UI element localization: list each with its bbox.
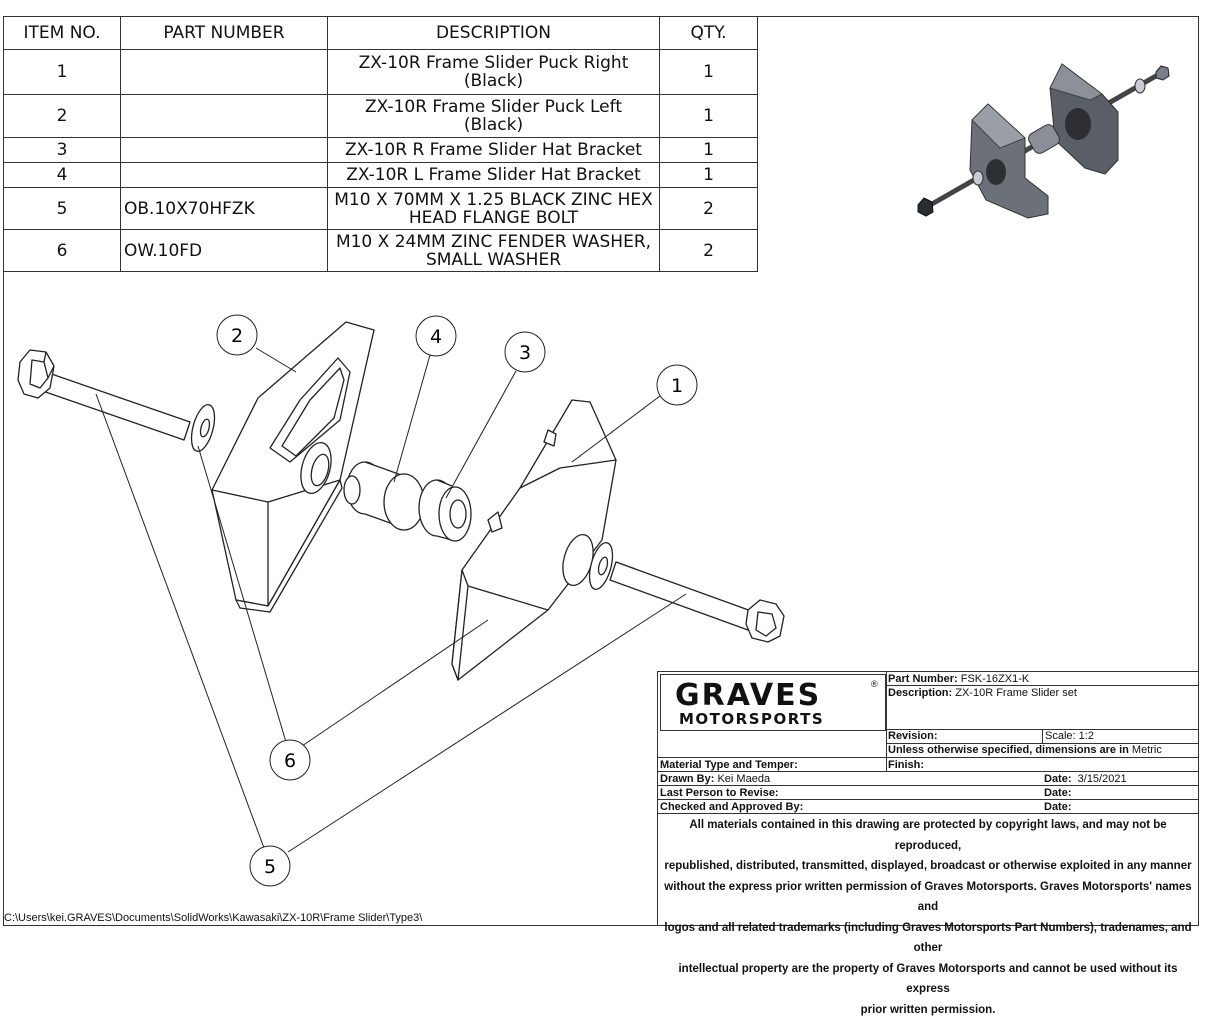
drawn-date-row: Date: 3/15/2021 (1044, 772, 1127, 786)
revise-date-label: Date: (1044, 787, 1072, 799)
drawn-by-row: Drawn By: Kei Maeda (660, 772, 770, 786)
finish-label: Finish: (888, 759, 924, 771)
bolt-left (18, 350, 190, 440)
callout-label: 2 (231, 325, 243, 347)
finish-row: Finish: (888, 758, 924, 772)
graves-logo: GRAVES MOTORSPORTS ® (660, 674, 886, 731)
copyright-notice: All materials contained in this drawing … (660, 815, 1196, 1020)
callout-balloon: 2 (217, 315, 257, 355)
callout-balloon: 5 (250, 846, 290, 886)
file-path: C:\Users\kei.GRAVES\Documents\SolidWorks… (4, 911, 422, 925)
drawn-date-label: Date: (1044, 773, 1072, 785)
callout-balloon: 1 (657, 365, 697, 405)
legal-line: republished, distributed, transmitted, d… (660, 856, 1196, 877)
units-label: Unless otherwise specified, dimensions a… (888, 744, 1129, 756)
description-label: Description: (888, 687, 952, 699)
callout-label: 4 (430, 326, 442, 348)
material-label: Material Type and Temper: (660, 759, 798, 771)
legal-line: prior written permission. (660, 1000, 1196, 1020)
hat-bracket-left (344, 462, 424, 530)
description-value: ZX-10R Frame Slider set (955, 687, 1077, 699)
callout-label: 5 (264, 856, 276, 878)
part-number-value: FSK-16ZX1-K (961, 673, 1029, 685)
registered-mark: ® (871, 679, 878, 689)
part-number-label: Part Number: (888, 673, 958, 685)
description-row: Description: ZX-10R Frame Slider set (888, 686, 1077, 700)
callout-label: 3 (519, 342, 531, 364)
callout-label: 6 (284, 750, 296, 772)
assembly-preview (918, 64, 1169, 218)
last-revise-label: Last Person to Revise: (660, 787, 779, 799)
logo-line-2: MOTORSPORTS (679, 711, 824, 727)
hat-bracket-right (419, 480, 471, 541)
callout-balloon: 4 (416, 316, 456, 356)
units-row: Unless otherwise specified, dimensions a… (888, 743, 1162, 757)
revision-label: Revision: (888, 730, 938, 742)
callout-label: 1 (671, 375, 683, 397)
logo-line-1: GRAVES (675, 681, 821, 711)
drawn-date-value: 3/15/2021 (1078, 773, 1127, 785)
units-value: Metric (1132, 744, 1162, 756)
legal-line: logos and all related trademarks (includ… (660, 918, 1196, 959)
puck-left (212, 322, 374, 612)
revise-date-row: Date: (1044, 786, 1072, 800)
part-number-row: Part Number: FSK-16ZX1-K (888, 672, 1029, 686)
checked-label: Checked and Approved By: (660, 801, 803, 813)
legal-line: All materials contained in this drawing … (660, 815, 1196, 856)
washer-left (187, 402, 219, 454)
checked-row: Checked and Approved By: (660, 800, 803, 814)
material-row: Material Type and Temper: (660, 758, 798, 772)
checked-date-row: Date: (1044, 800, 1072, 814)
callout-balloon: 6 (270, 740, 310, 780)
callout-balloon: 3 (505, 332, 545, 372)
title-block: GRAVES MOTORSPORTS ® Part Number: FSK-16… (657, 671, 1199, 926)
drawn-by-value: Kei Maeda (717, 773, 770, 785)
bolt-right (610, 562, 784, 642)
scale-value: 1:2 (1079, 730, 1094, 742)
legal-line: without the express prior written permis… (660, 877, 1196, 918)
scale-label: Scale: (1045, 730, 1076, 742)
scale-row: Scale: 1:2 (1045, 729, 1094, 743)
revision-row: Revision: (888, 729, 938, 743)
last-revise-row: Last Person to Revise: (660, 786, 779, 800)
drawn-by-label: Drawn By: (660, 773, 714, 785)
checked-date-label: Date: (1044, 801, 1072, 813)
legal-line: intellectual property are the property o… (660, 959, 1196, 1000)
